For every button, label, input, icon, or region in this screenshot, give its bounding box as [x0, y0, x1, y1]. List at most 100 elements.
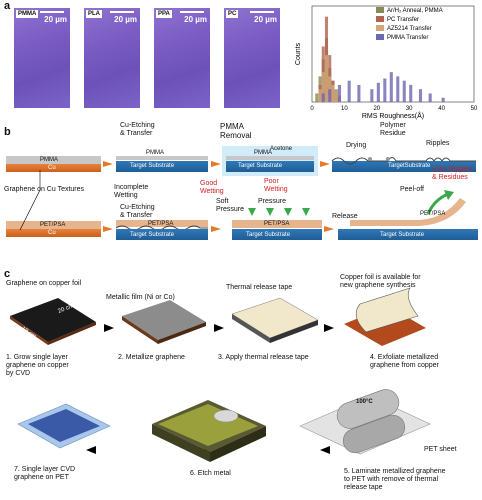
graphene-with-ripples	[331, 157, 476, 165]
foil-edge	[48, 322, 96, 345]
legend-swatch	[376, 34, 384, 40]
target-substrate	[232, 229, 322, 240]
peel-off-label: Peel-off	[400, 186, 424, 193]
x-tick-label: 30	[406, 106, 413, 112]
panel-c-label: c	[4, 268, 11, 280]
residue-dot	[368, 157, 372, 161]
histogram-bar	[324, 55, 329, 102]
histogram-bar	[383, 78, 387, 102]
histogram-bar	[428, 93, 432, 102]
film-edge	[158, 322, 206, 344]
histogram-bar	[337, 84, 341, 102]
copper-layer	[6, 164, 101, 172]
metal-film-label: Metallic film (Ni or Co)	[106, 294, 175, 301]
process-arrow	[320, 161, 330, 167]
less-ripples-label: Less Ripples & Residues	[432, 166, 473, 181]
pmma-layer	[116, 156, 208, 160]
legend-label: PC Transfer	[387, 17, 419, 23]
foil-label: Graphene on copper foil	[6, 280, 82, 287]
histogram-bar	[328, 89, 332, 102]
pmma-layer-label-2: PMMA	[146, 150, 164, 156]
target-substrate-label-4: Target Substrate	[130, 232, 175, 238]
graphene-on-cu-label: Graphene on Cu Textures	[4, 186, 85, 193]
pet-psa-layer	[232, 220, 322, 228]
metallized-film	[122, 300, 206, 340]
scale-label: 20 µm	[184, 15, 207, 24]
bottom-step-cu-etching: Cu-Etching & Transfer	[120, 204, 155, 219]
incomplete-wetting-label: Incomplete Wetting	[114, 184, 149, 199]
tape-label: Thermal release tape	[226, 284, 293, 291]
step-4-caption: 4. Exfoliate metallized graphene from co…	[370, 354, 439, 369]
scale-label: 20 µm	[254, 15, 277, 24]
roller-temperature: 100°C	[356, 399, 373, 405]
legend-swatch	[376, 25, 384, 31]
good-wetting-label: Good Wetting	[200, 180, 224, 195]
x-tick-label: 50	[471, 106, 478, 112]
legend-swatch	[376, 16, 384, 22]
peel-arrow	[426, 192, 449, 215]
step-arrow	[214, 324, 224, 332]
pet-sheet-label: PET sheet	[424, 446, 457, 453]
pressure-arrows	[248, 208, 310, 216]
micrograph-tag: PMMA	[16, 10, 39, 18]
target-substrate-label-6: Target Substrate	[380, 232, 425, 238]
step-arrow	[104, 324, 114, 332]
micrograph-tag: PLA	[86, 10, 102, 18]
pet-psa-label-3: PET/PSA	[264, 221, 290, 227]
legend-label: Ar/H₂ Anneal, PMMA	[387, 8, 443, 14]
bath-side	[210, 426, 266, 462]
foil-edge	[10, 316, 48, 345]
histogram-bar	[321, 72, 325, 102]
target-substrate	[116, 229, 208, 240]
scale-bar	[110, 11, 134, 13]
transfer-schematic	[6, 146, 478, 240]
micrograph-3: PPA 20 µm	[154, 8, 210, 108]
top-step-pmma-removal: PMMA Removal	[220, 122, 252, 140]
process-arrow	[211, 161, 221, 167]
histogram-bar	[402, 80, 406, 102]
pet-psa-layer	[116, 220, 208, 227]
step-arrow	[320, 446, 330, 454]
step-3-caption: 3. Apply thermal release tape	[218, 354, 309, 361]
soft-pressure-label: Soft Pressure	[216, 198, 245, 213]
pmma-layer	[6, 156, 101, 164]
poor-wetting-label: Poor Wetting	[264, 178, 288, 193]
histogram-bar	[409, 84, 413, 102]
roll-to-roll-schematic	[10, 287, 431, 462]
release-label: Release	[332, 213, 358, 220]
copper-layer	[6, 229, 101, 237]
tape-edge	[270, 320, 318, 343]
x-axis-label: RMS Roughness(Å)	[362, 111, 424, 120]
bottom-roller	[342, 414, 406, 454]
scale-bar	[250, 11, 274, 13]
target-substrate-label-3: TargetSubstrate	[388, 163, 431, 169]
x-tick-label: 0	[310, 106, 314, 112]
copper-foil-graphene	[10, 298, 96, 342]
panel-a-label: a	[4, 0, 11, 12]
residue-dot	[386, 157, 390, 161]
histogram-bar	[318, 89, 322, 102]
etchant	[158, 404, 258, 446]
pet-psa-label: PET/PSA	[40, 222, 66, 228]
legend-label: PMMA Transfer	[387, 35, 428, 41]
x-tick-label: 20	[373, 106, 380, 112]
scale-label: 20 µm	[44, 15, 67, 24]
acetone-label: Acetone	[270, 146, 293, 152]
histogram-bar	[396, 76, 400, 102]
etch-roller	[213, 409, 239, 423]
process-arrow	[103, 161, 113, 167]
pmma-layer-label-3: PMMA	[254, 150, 272, 156]
pet-psa-label-4: PET/PSA	[420, 211, 446, 217]
histogram-bar	[334, 91, 338, 102]
process-arrow	[103, 226, 113, 232]
foil-reuse-label: Copper foil is available for new graphen…	[340, 274, 421, 289]
micrograph-2: PLA 20 µm	[84, 8, 140, 108]
top-step-drying: Drying	[346, 142, 367, 149]
ripples-label: Ripples	[426, 140, 450, 147]
top-step-cu-etching: Cu-Etching & Transfer	[120, 122, 155, 137]
pet-psa-label-2: PET/PSA	[148, 221, 174, 227]
film-edge	[122, 316, 158, 344]
step-5-caption: 5. Laminate metallized graphene to PET w…	[344, 468, 446, 491]
process-arrow	[324, 226, 334, 232]
scale-label: 20 µm	[114, 15, 137, 24]
